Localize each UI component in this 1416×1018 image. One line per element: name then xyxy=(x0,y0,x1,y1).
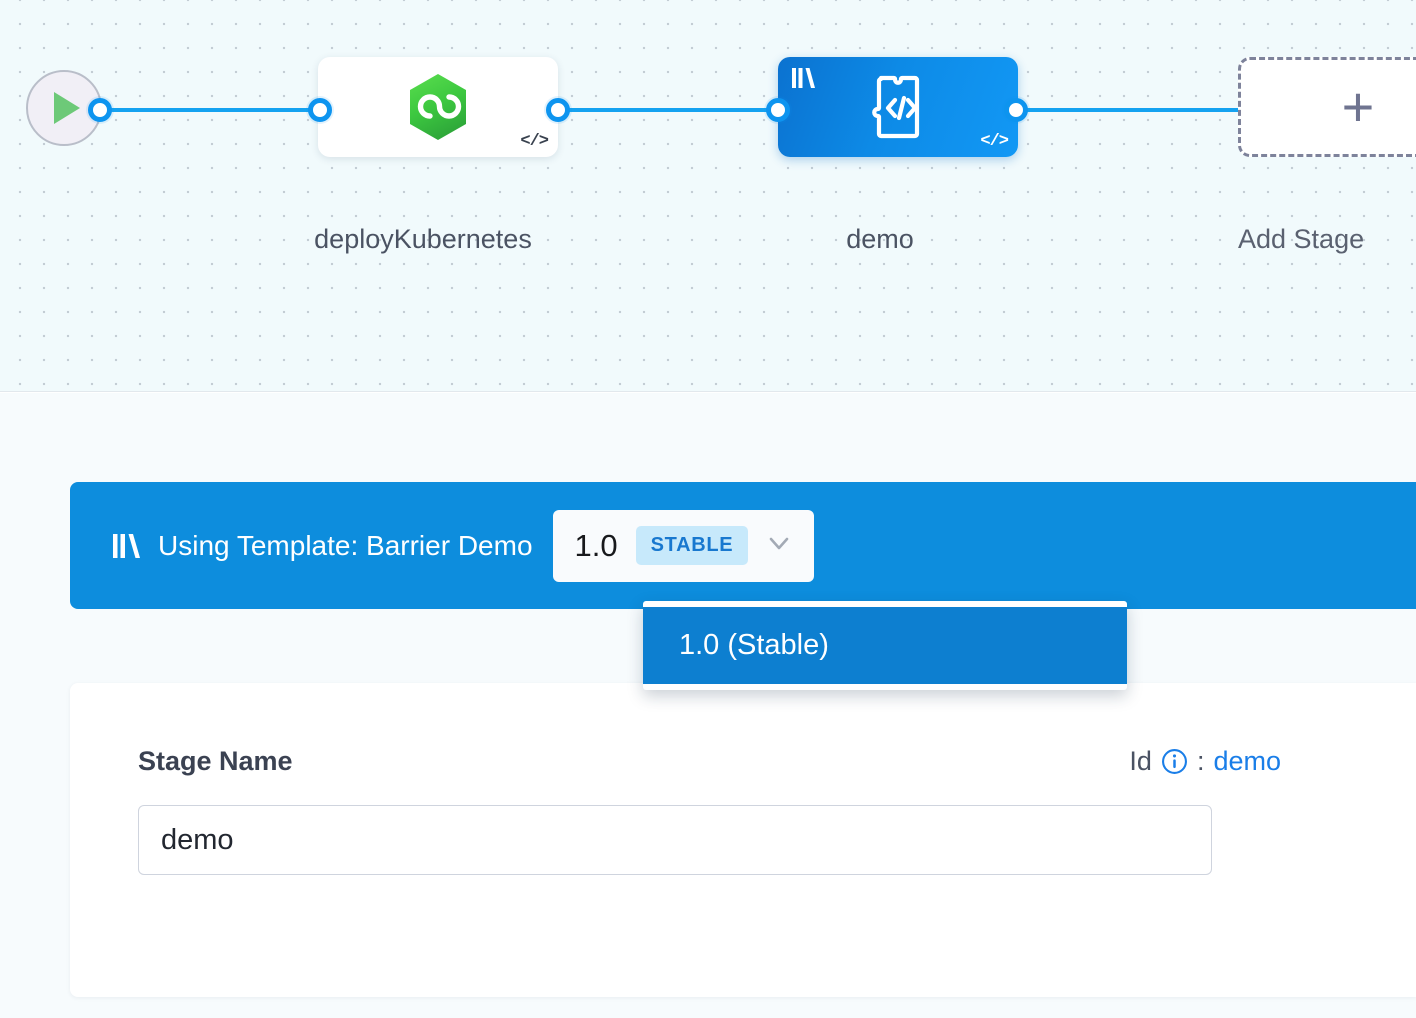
connector-knob[interactable] xyxy=(546,98,570,122)
stage-node-deploykubernetes[interactable]: </> xyxy=(318,57,558,157)
stage-id-value[interactable]: demo xyxy=(1213,746,1281,776)
chevron-down-icon[interactable] xyxy=(766,530,792,561)
using-template-banner: Using Template: Barrier Demo 1.0 STABLE xyxy=(70,482,1416,609)
stage-name-field-header: Stage Name Id : demo xyxy=(138,746,1281,777)
connector-line xyxy=(96,108,328,112)
connector-knob[interactable] xyxy=(1004,98,1028,122)
code-badge-icon: </> xyxy=(980,132,1009,151)
template-bars-icon xyxy=(112,530,142,562)
stage-name-input[interactable] xyxy=(138,805,1212,875)
template-version-selector[interactable]: 1.0 STABLE xyxy=(552,509,815,582)
stable-badge: STABLE xyxy=(635,526,749,565)
stage-label-deploykubernetes: deployKubernetes xyxy=(314,224,532,254)
plus-icon: + xyxy=(1341,75,1375,138)
kubernetes-hexagon-icon xyxy=(406,72,470,142)
info-circle-icon[interactable] xyxy=(1161,748,1188,775)
connector-line xyxy=(1008,108,1248,112)
code-badge-icon: </> xyxy=(520,132,549,151)
play-icon xyxy=(54,92,80,124)
connector-knob[interactable] xyxy=(308,98,332,122)
add-stage-label: Add Stage xyxy=(1238,224,1365,254)
stage-details-card: Stage Name Id : demo xyxy=(70,683,1416,997)
stage-label-demo: demo xyxy=(846,224,914,254)
stage-name-label: Stage Name xyxy=(138,746,293,776)
connector-knob[interactable] xyxy=(88,98,112,122)
connector-knob[interactable] xyxy=(766,98,790,122)
template-banner-text: Using Template: Barrier Demo xyxy=(158,529,533,561)
version-option-1-0-stable[interactable]: 1.0 (Stable) xyxy=(643,607,1127,684)
connector-line xyxy=(552,108,784,112)
template-bars-icon xyxy=(791,65,817,96)
puzzle-code-icon xyxy=(863,70,933,144)
template-version-dropdown[interactable]: 1.0 (Stable) xyxy=(643,601,1127,690)
template-version-value: 1.0 xyxy=(574,527,618,563)
add-stage-node[interactable]: + xyxy=(1238,57,1416,157)
stage-node-demo[interactable]: </> xyxy=(778,57,1018,157)
stage-id-group: Id : demo xyxy=(1129,746,1281,777)
id-separator: : xyxy=(1196,746,1205,776)
id-label: Id xyxy=(1129,746,1152,776)
stage-config-panel: Using Template: Barrier Demo 1.0 STABLE … xyxy=(0,393,1416,1018)
pipeline-canvas[interactable]: </> </> + xyxy=(0,0,1416,392)
